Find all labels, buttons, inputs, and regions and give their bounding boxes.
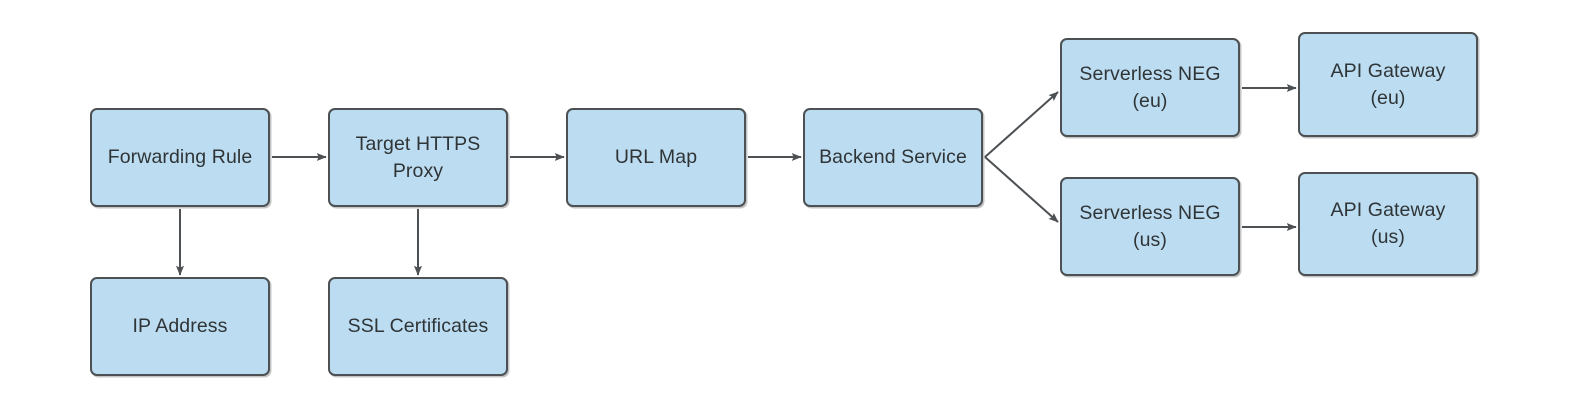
node-label-api-gateway-eu: API Gateway (eu) <box>1330 59 1446 109</box>
node-ip-address[interactable]: IP Address <box>90 277 270 376</box>
node-label-ip-address: IP Address <box>132 315 228 338</box>
node-serverless-neg-us[interactable]: Serverless NEG (us) <box>1060 177 1240 276</box>
node-label-target-https-proxy: Target HTTPS Proxy <box>355 132 481 182</box>
node-label-backend-service: Backend Service <box>819 146 967 169</box>
node-target-https-proxy[interactable]: Target HTTPS Proxy <box>328 108 508 207</box>
node-forwarding-rule[interactable]: Forwarding Rule <box>90 108 270 207</box>
node-ssl-certificates[interactable]: SSL Certificates <box>328 277 508 376</box>
edge-backend-service-to-serverless-neg-eu <box>984 91 1059 158</box>
node-url-map[interactable]: URL Map <box>566 108 746 207</box>
node-label-api-gateway-us: API Gateway (us) <box>1330 199 1446 248</box>
node-label-serverless-neg-eu: Serverless NEG (eu) <box>1079 62 1221 112</box>
node-backend-service[interactable]: Backend Service <box>803 108 983 207</box>
node-api-gateway-us[interactable]: API Gateway (us) <box>1298 172 1478 276</box>
node-api-gateway-eu[interactable]: API Gateway (eu) <box>1298 32 1478 137</box>
node-label-ssl-certificates: SSL Certificates <box>347 315 489 338</box>
edge-backend-service-to-serverless-neg-us <box>984 156 1059 223</box>
node-label-url-map: URL Map <box>614 146 698 169</box>
node-label-serverless-neg-us: Serverless NEG (us) <box>1079 201 1221 251</box>
node-label-forwarding-rule: Forwarding Rule <box>107 146 253 169</box>
node-serverless-neg-eu[interactable]: Serverless NEG (eu) <box>1060 38 1240 137</box>
